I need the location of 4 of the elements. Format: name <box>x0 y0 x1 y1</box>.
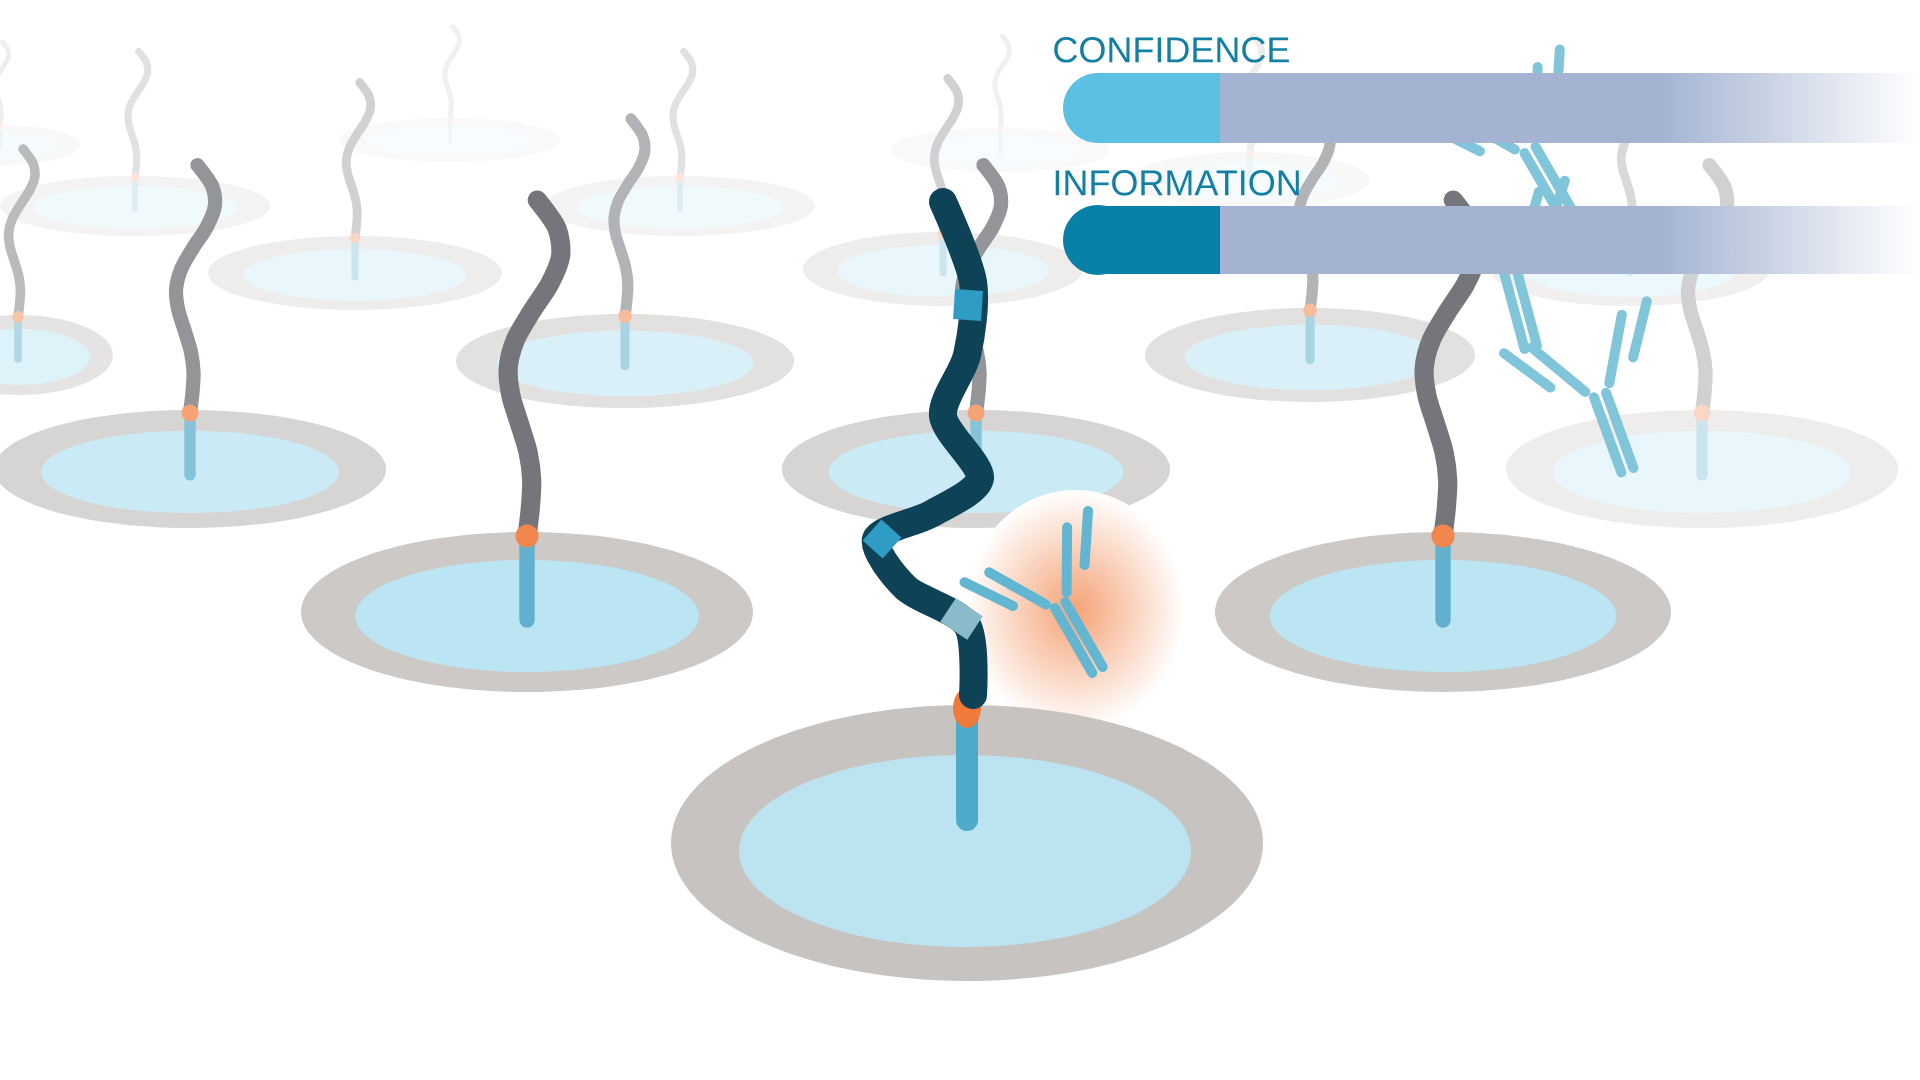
node-label: INFORMATION <box>1055 170 1299 196</box>
progress-bar: CONFIDENCE <box>1054 37 1920 143</box>
progress-bar: INFORMATION <box>1055 170 1920 275</box>
node-label: CONFIDENCE <box>1054 37 1289 63</box>
